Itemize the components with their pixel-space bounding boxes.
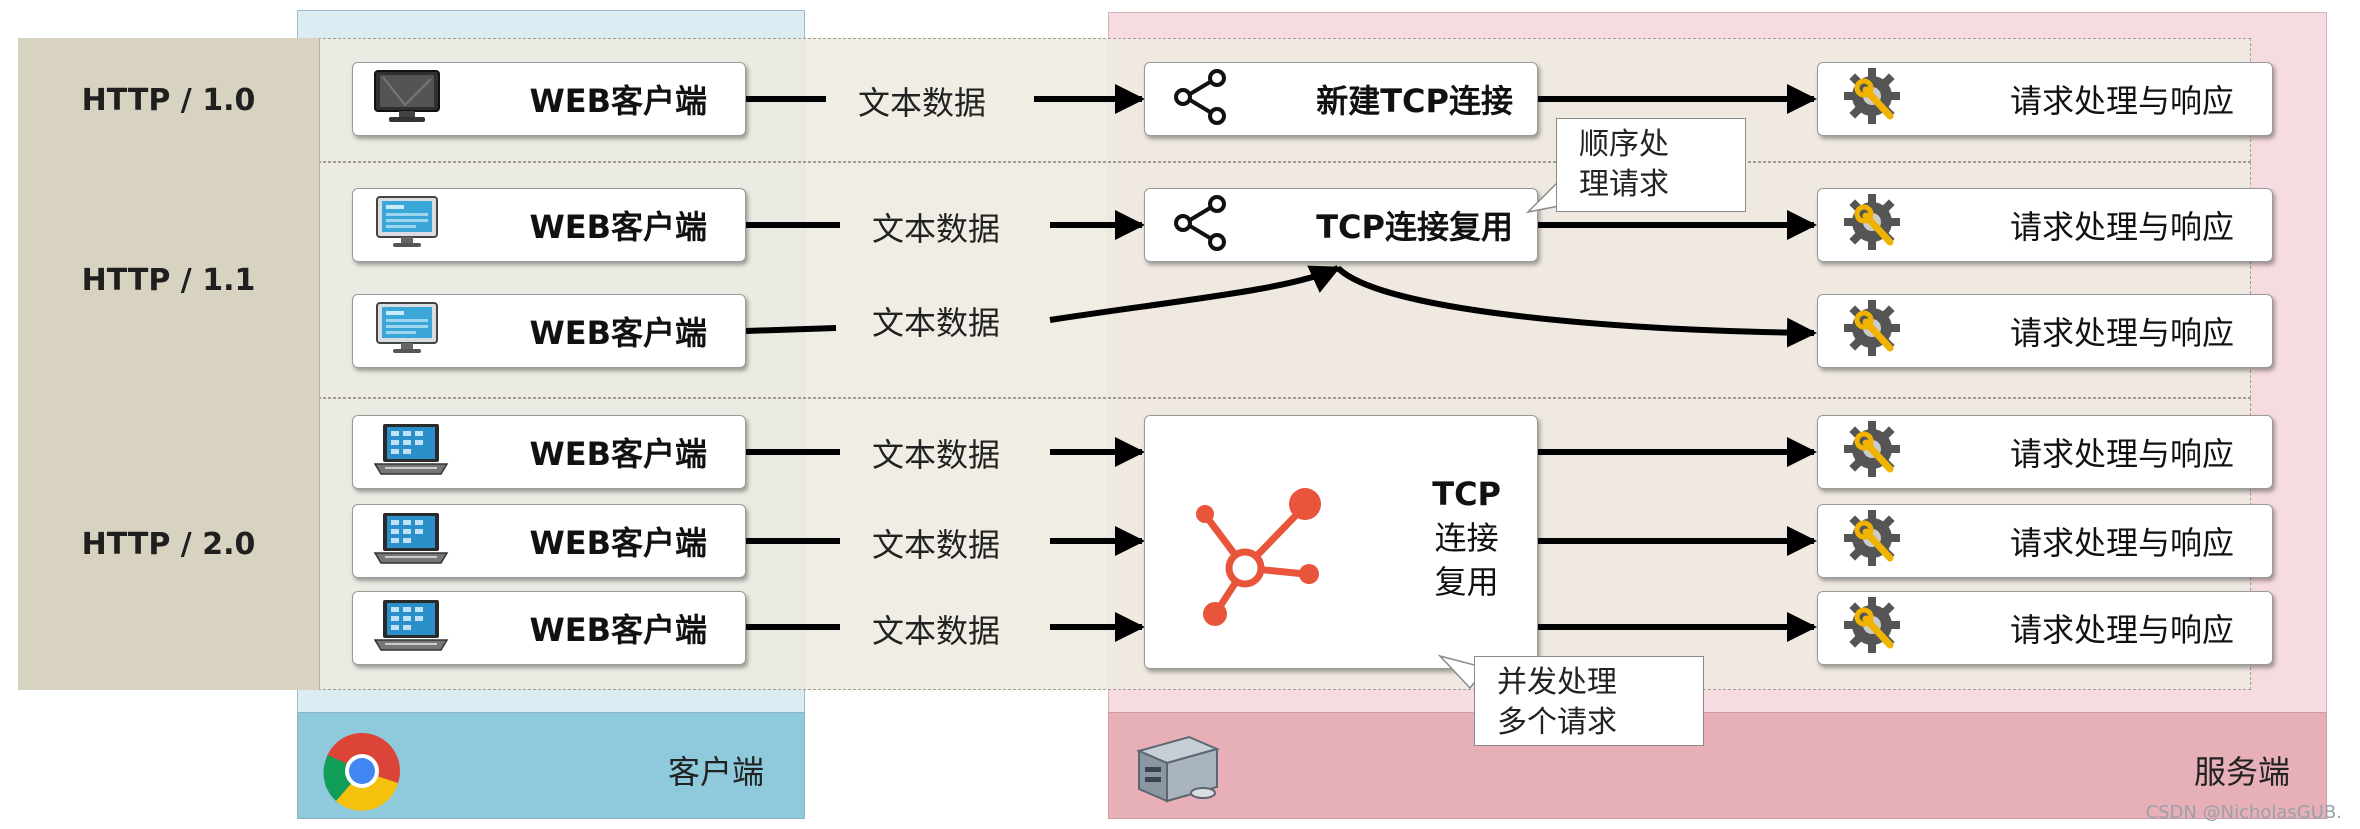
- tcp-multiplex-line: 连接: [1434, 519, 1499, 557]
- gear-wrench-icon: [1842, 419, 1904, 485]
- gear-wrench-icon: [1842, 508, 1904, 574]
- callout-line: 顺序处: [1579, 127, 1669, 162]
- server-response-card[interactable]: 请求处理与响应: [1817, 504, 2273, 578]
- web-client-card[interactable]: WEB客户端: [352, 504, 746, 578]
- web-client-label: WEB客户端: [529, 524, 707, 562]
- server-response-label: 请求处理与响应: [2009, 314, 2234, 352]
- server-response-label: 请求处理与响应: [2009, 524, 2234, 562]
- server-response-label: 请求处理与响应: [2009, 435, 2234, 473]
- server-response-label: 请求处理与响应: [2009, 82, 2234, 120]
- web-client-label: WEB客户端: [529, 82, 707, 120]
- server-response-card[interactable]: 请求处理与响应: [1817, 294, 2273, 368]
- new-tcp-label: 新建TCP连接: [1316, 82, 1513, 120]
- watermark: CSDN @NicholasGUB.: [2145, 802, 2342, 823]
- web-client-card[interactable]: WEB客户端: [352, 415, 746, 489]
- arrow-segment: [745, 325, 837, 334]
- server-response-card[interactable]: 请求处理与响应: [1817, 591, 2273, 665]
- desktop-screen-icon: [371, 301, 443, 361]
- server-column-footer: 服务端: [1108, 712, 2327, 819]
- gear-wrench-icon: [1842, 192, 1904, 258]
- tcp-reuse-label: TCP连接复用: [1316, 208, 1513, 246]
- web-client-label: WEB客户端: [529, 611, 707, 649]
- server-response-label: 请求处理与响应: [2009, 208, 2234, 246]
- monitor-icon: [371, 69, 443, 129]
- hub-nodes-icon: [1185, 458, 1335, 632]
- server-label: 服务端: [2193, 753, 2290, 791]
- server-box-icon: [1129, 727, 1225, 807]
- protocol-label: HTTP / 1.1: [81, 262, 256, 298]
- gear-wrench-icon: [1842, 298, 1904, 364]
- row-header-http-1-0: HTTP / 1.0: [18, 38, 320, 162]
- tcp-multiplex-label: TCP 连接 复用: [1432, 472, 1501, 604]
- flow-label: 文本数据: [858, 84, 987, 122]
- callout-line: 理请求: [1579, 167, 1669, 202]
- client-column-footer: 客户端: [297, 712, 805, 819]
- row-header-http-1-1: HTTP / 1.1: [18, 162, 320, 398]
- web-client-card[interactable]: WEB客户端: [352, 294, 746, 368]
- tcp-reuse-card[interactable]: TCP连接复用: [1144, 188, 1538, 262]
- gear-wrench-icon: [1842, 66, 1904, 132]
- web-client-label: WEB客户端: [529, 314, 707, 352]
- web-client-label: WEB客户端: [529, 208, 707, 246]
- laptop-icon: [371, 422, 451, 482]
- tcp-multiplex-card[interactable]: TCP 连接 复用: [1144, 415, 1538, 669]
- new-tcp-connection-card[interactable]: 新建TCP连接: [1144, 62, 1538, 136]
- callout-line: 并发处理: [1497, 665, 1617, 700]
- share-nodes-icon: [1171, 69, 1231, 129]
- server-response-card[interactable]: 请求处理与响应: [1817, 62, 2273, 136]
- row-header-http-2-0: HTTP / 2.0: [18, 398, 320, 690]
- gear-wrench-icon: [1842, 595, 1904, 661]
- callout-line: 多个请求: [1497, 705, 1617, 740]
- laptop-icon: [371, 511, 451, 571]
- server-response-card[interactable]: 请求处理与响应: [1817, 415, 2273, 489]
- flow-label: 文本数据: [872, 526, 1001, 564]
- flow-label: 文本数据: [872, 304, 1001, 342]
- web-client-card[interactable]: WEB客户端: [352, 591, 746, 665]
- web-client-card[interactable]: WEB客户端: [352, 62, 746, 136]
- flow-label: 文本数据: [872, 210, 1001, 248]
- callout-concurrent: 并发处理 多个请求: [1474, 656, 1704, 746]
- flow-label: 文本数据: [872, 436, 1001, 474]
- desktop-screen-icon: [371, 195, 443, 255]
- tcp-multiplex-line: 复用: [1434, 563, 1499, 601]
- protocol-label: HTTP / 1.0: [81, 82, 256, 118]
- tcp-multiplex-line: TCP: [1432, 475, 1501, 513]
- server-response-card[interactable]: 请求处理与响应: [1817, 188, 2273, 262]
- arrow-segment: [1049, 265, 1341, 323]
- browser-logo-icon: [322, 731, 402, 811]
- protocol-label: HTTP / 2.0: [81, 526, 256, 562]
- web-client-card[interactable]: WEB客户端: [352, 188, 746, 262]
- arrow-segment: [1335, 265, 1817, 348]
- server-response-label: 请求处理与响应: [2009, 611, 2234, 649]
- share-nodes-icon: [1171, 195, 1231, 255]
- flow-label: 文本数据: [872, 612, 1001, 650]
- callout-sequential: 顺序处 理请求: [1556, 118, 1746, 212]
- laptop-icon: [371, 598, 451, 658]
- client-label: 客户端: [667, 753, 764, 791]
- web-client-label: WEB客户端: [529, 435, 707, 473]
